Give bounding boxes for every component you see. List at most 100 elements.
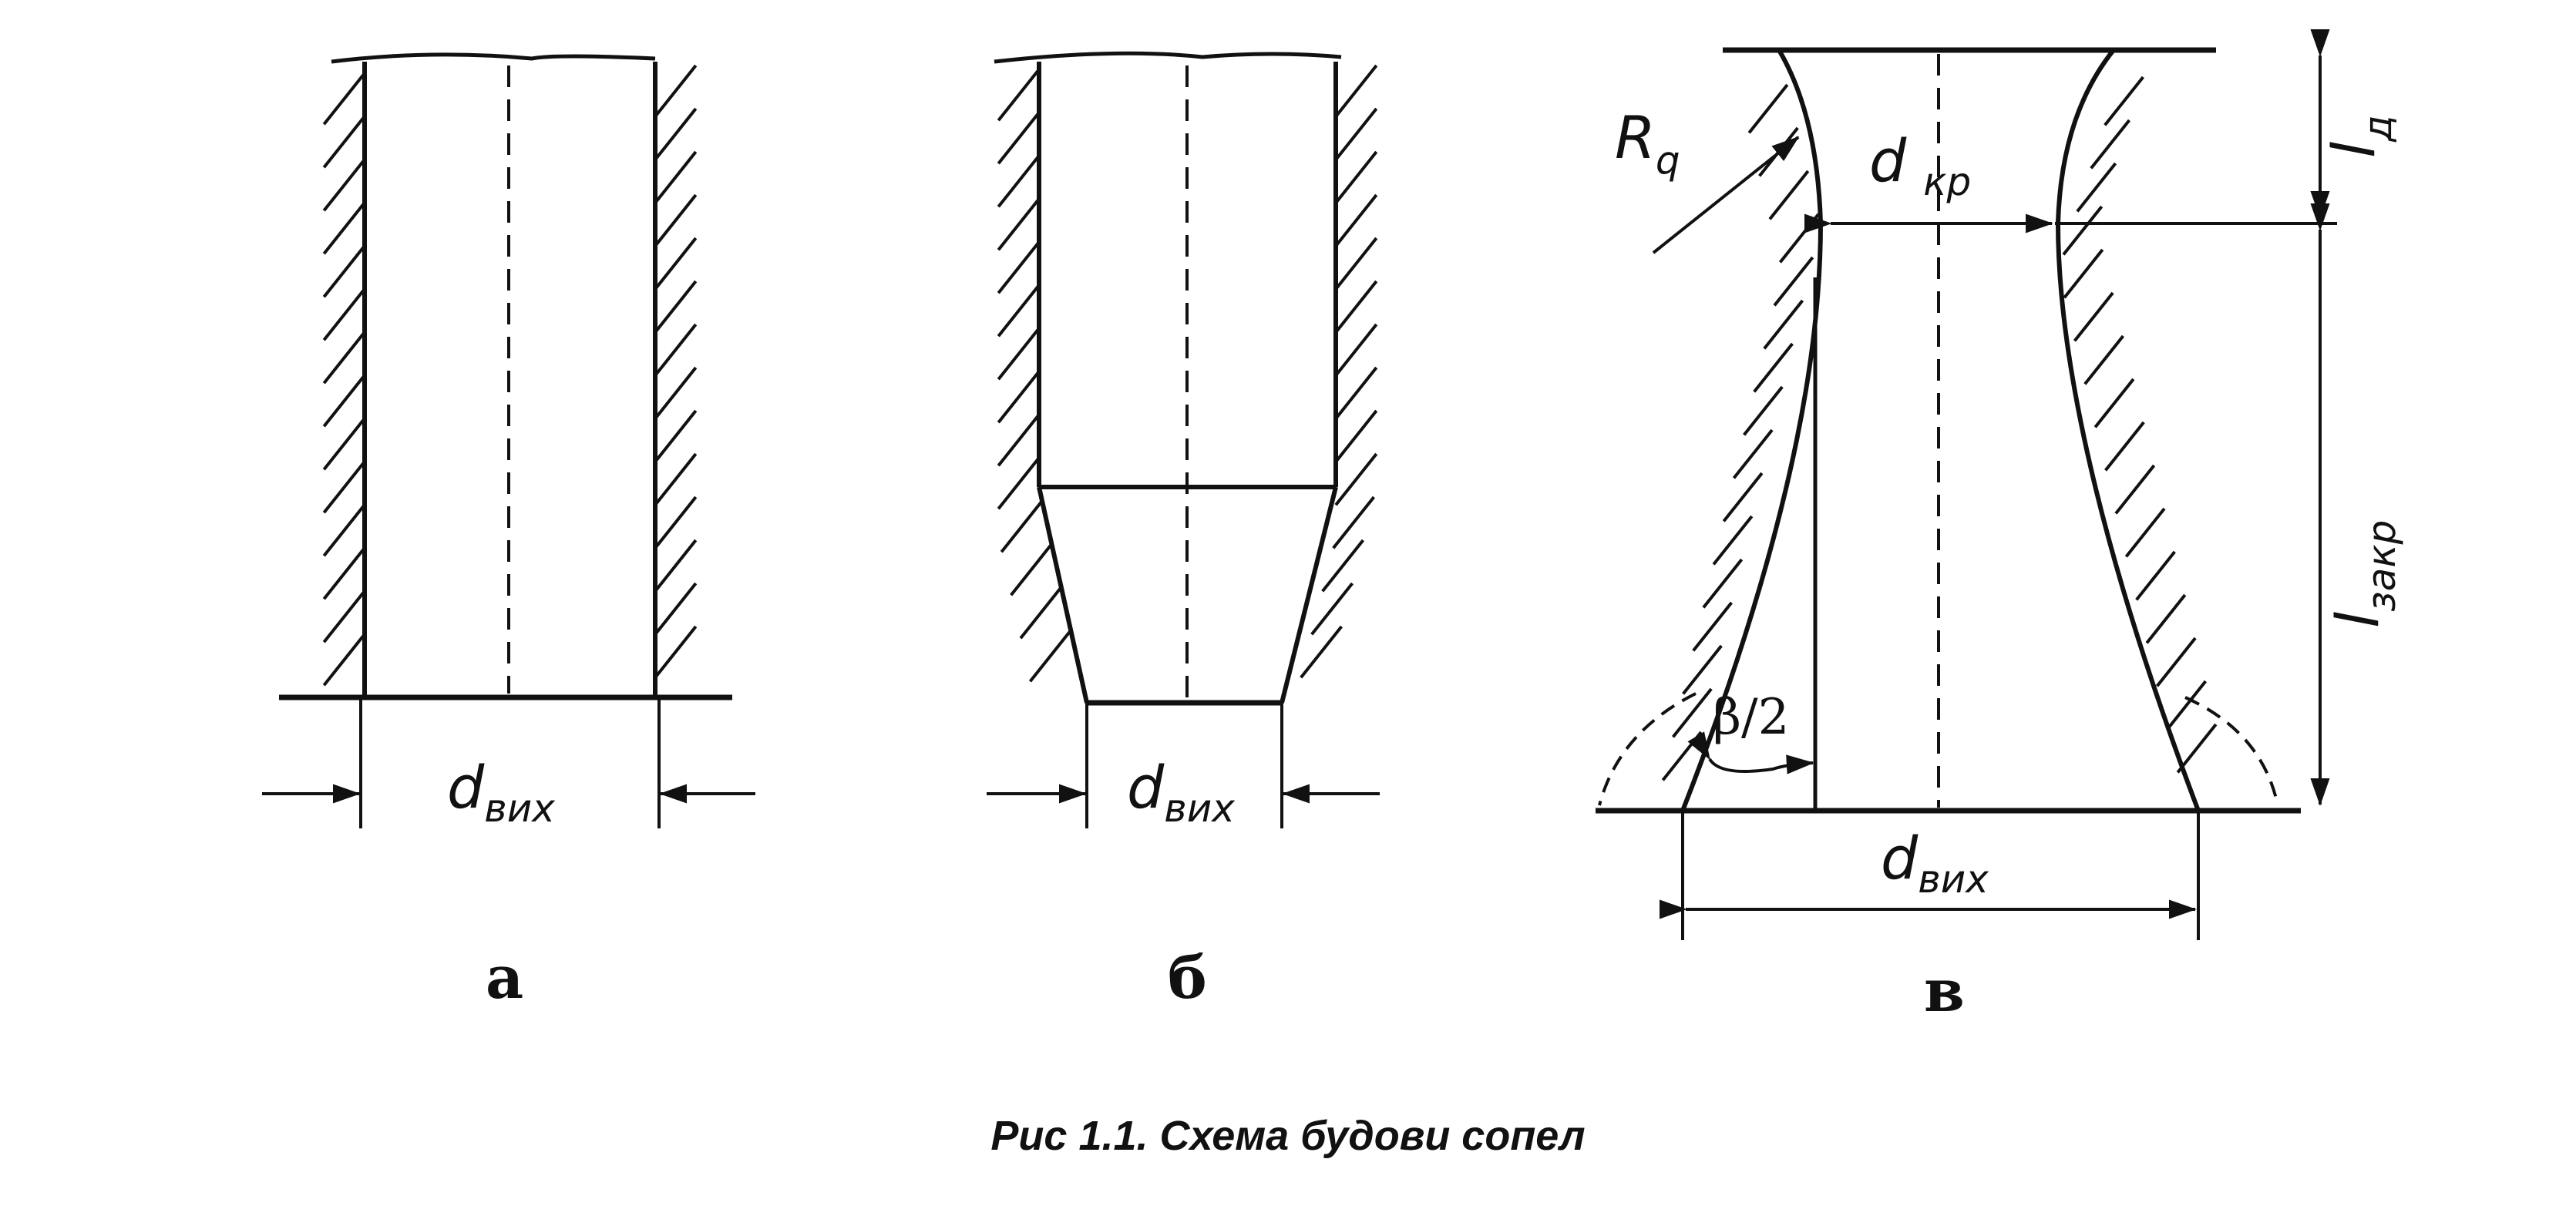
panel-c-angle-arc	[1687, 731, 1814, 774]
hatch-line	[1334, 150, 1378, 204]
hatch-line	[1743, 385, 1784, 436]
panel-c-letter: в	[1924, 956, 1965, 1025]
hatch-line	[1682, 644, 1723, 695]
panel-b-top-break-line	[994, 51, 1342, 64]
hatch-line	[997, 240, 1041, 294]
hatch-line	[2166, 680, 2208, 731]
hatch-line	[322, 115, 366, 169]
hatch-line	[2104, 421, 2145, 472]
panel-c-right-profile	[2055, 49, 2201, 812]
hatch-line	[654, 237, 698, 291]
panel-b-right-cone-wall	[1280, 486, 1338, 704]
hatch-line	[322, 417, 366, 471]
panel-c-angle-label: β/2	[1713, 689, 1789, 746]
hatch-line	[1028, 629, 1072, 683]
panel-b-left-hatching	[997, 68, 1072, 683]
hatch-line	[1753, 342, 1794, 393]
hatch-line	[1702, 558, 1744, 609]
hatch-line	[1692, 601, 1733, 652]
hatch-line	[654, 64, 698, 118]
hatch-line	[1334, 409, 1378, 463]
svg-text:lд: lд	[2319, 115, 2400, 158]
panel-a-right-hatching	[654, 64, 698, 679]
hatch-line	[1321, 539, 1365, 593]
panel-c-right-hatching	[2062, 76, 2218, 774]
panel-a-exit-diameter-label: dвих	[447, 753, 555, 831]
hatch-line	[1334, 280, 1378, 334]
hatch-line	[997, 197, 1041, 251]
hatch-line	[654, 625, 698, 679]
hatch-line	[1732, 428, 1774, 479]
figure-caption: Рис 1.1. Схема будови сопел	[990, 1113, 1585, 1159]
hatch-line	[1010, 543, 1053, 596]
hatch-line	[1334, 64, 1378, 118]
hatch-line	[1334, 237, 1378, 291]
hatch-line	[654, 280, 698, 334]
hatch-line	[1763, 299, 1804, 350]
hatch-line	[2062, 205, 2104, 256]
panel-a	[262, 52, 755, 828]
hatch-line	[2076, 162, 2117, 213]
hatch-line	[1712, 515, 1754, 566]
hatch-line	[1019, 586, 1063, 640]
hatch-line	[1334, 452, 1378, 506]
panel-c-left-hatching	[1661, 83, 1820, 781]
hatch-line	[2114, 464, 2156, 515]
hatch-line	[2124, 507, 2166, 558]
hatch-line	[1722, 472, 1764, 522]
hatch-line	[322, 590, 366, 643]
hatch-line	[2090, 119, 2131, 170]
hatch-line	[1000, 499, 1044, 553]
hatch-line	[2145, 593, 2187, 644]
panel-c	[1596, 29, 2337, 940]
hatch-line	[322, 72, 366, 126]
hatch-line	[2176, 723, 2218, 774]
hatch-line	[322, 201, 366, 255]
panel-b-left-cone-wall	[1037, 486, 1089, 704]
panel-c-inlet-length-label: lд	[2319, 115, 2400, 158]
hatch-line	[997, 413, 1041, 467]
hatch-line	[997, 68, 1041, 122]
panel-b-right-hatching	[1300, 64, 1378, 679]
hatch-line	[654, 107, 698, 161]
hatch-line	[322, 287, 366, 341]
hatch-line	[1334, 107, 1378, 161]
hatch-line	[997, 327, 1041, 381]
hatch-line	[1334, 323, 1378, 377]
svg-text:lзакр: lзакр	[2323, 520, 2404, 628]
hatch-line	[2083, 334, 2125, 385]
panel-c-left-profile	[1680, 49, 1824, 812]
hatch-line	[322, 503, 366, 557]
hatch-line	[997, 456, 1041, 510]
hatch-line	[1310, 582, 1354, 636]
hatch-line	[997, 111, 1041, 165]
hatch-line	[654, 409, 698, 463]
hatch-line	[2104, 76, 2144, 126]
hatch-line	[1300, 625, 1343, 679]
hatch-line	[2073, 291, 2114, 342]
hatch-line	[322, 633, 366, 687]
panel-c-exit-diameter-label: dвих	[1881, 824, 1989, 902]
hatch-line	[1747, 83, 1789, 134]
hatch-line	[654, 323, 698, 377]
hatch-line	[322, 331, 366, 385]
hatch-line	[1334, 366, 1378, 420]
panel-a-left-hatching	[322, 72, 366, 687]
panel-a-top-break-line	[331, 52, 656, 64]
hatch-line	[654, 193, 698, 247]
hatch-line	[322, 546, 366, 600]
hatch-line	[654, 150, 698, 204]
panel-a-letter: а	[486, 943, 523, 1012]
panel-c-right-dashed-arc	[2184, 696, 2279, 806]
hatch-line	[322, 374, 366, 428]
hatch-line	[997, 284, 1041, 338]
hatch-line	[654, 539, 698, 593]
hatch-line	[654, 452, 698, 506]
hatch-line	[2155, 637, 2197, 687]
hatch-line	[2135, 550, 2176, 601]
hatch-line	[2093, 378, 2135, 428]
hatch-line	[1671, 687, 1713, 738]
